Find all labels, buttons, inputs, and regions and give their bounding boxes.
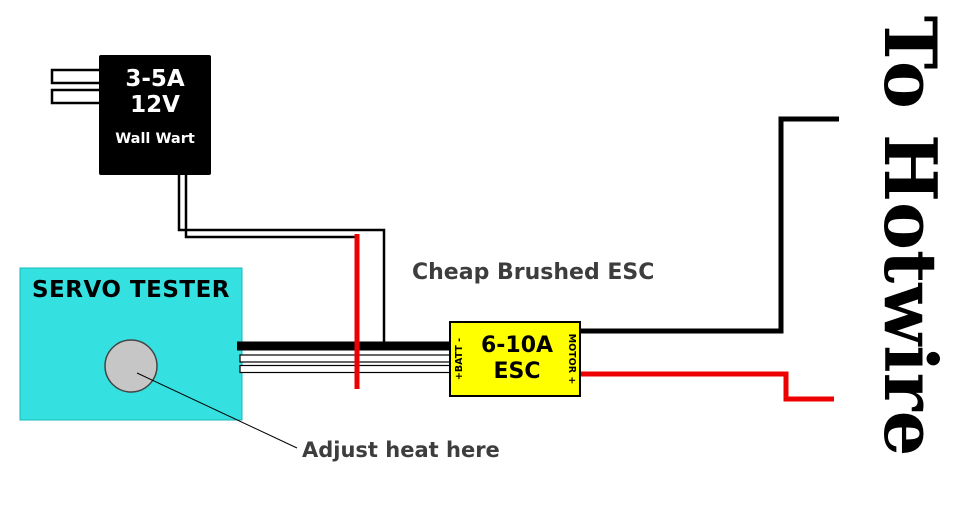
wall-wart-amps-label: 3-5A: [125, 66, 185, 92]
esc-rating-label: 6-10A: [481, 333, 553, 358]
plug-prong-top: [50, 68, 104, 85]
plug-prong-bottom: [50, 88, 104, 105]
motor-black-wire-to-hotwire: [578, 116, 839, 334]
esc-type-caption: Cheap Brushed ESC: [412, 260, 654, 285]
esc-motor-terminal-label: MOTOR +: [566, 334, 577, 385]
adjust-heat-caption: Adjust heat here: [302, 438, 500, 462]
motor-red-wire-to-hotwire: [578, 371, 834, 402]
wall-wart-positive-lead: [184, 175, 357, 239]
wall-wart-box: [99, 55, 211, 175]
knob-annotation-line: [136, 372, 298, 449]
esc-name-label: ESC: [493, 359, 540, 384]
heat-adjust-knob: [104, 339, 158, 393]
servo-lead-white-wire-2: [239, 364, 456, 374]
esc-box: [449, 321, 581, 397]
servo-lead-white-wire-1: [239, 354, 456, 363]
wall-wart-volts-label: 12V: [130, 92, 180, 118]
wall-wart-negative-wire: [177, 175, 386, 347]
to-hotwire-label: To Hotwire: [868, 16, 953, 457]
esc-batt-terminal-label: +BATT -: [454, 338, 465, 380]
servo-tester-label: SERVO TESTER: [32, 277, 230, 303]
wall-wart-name-label: Wall Wart: [115, 131, 195, 147]
